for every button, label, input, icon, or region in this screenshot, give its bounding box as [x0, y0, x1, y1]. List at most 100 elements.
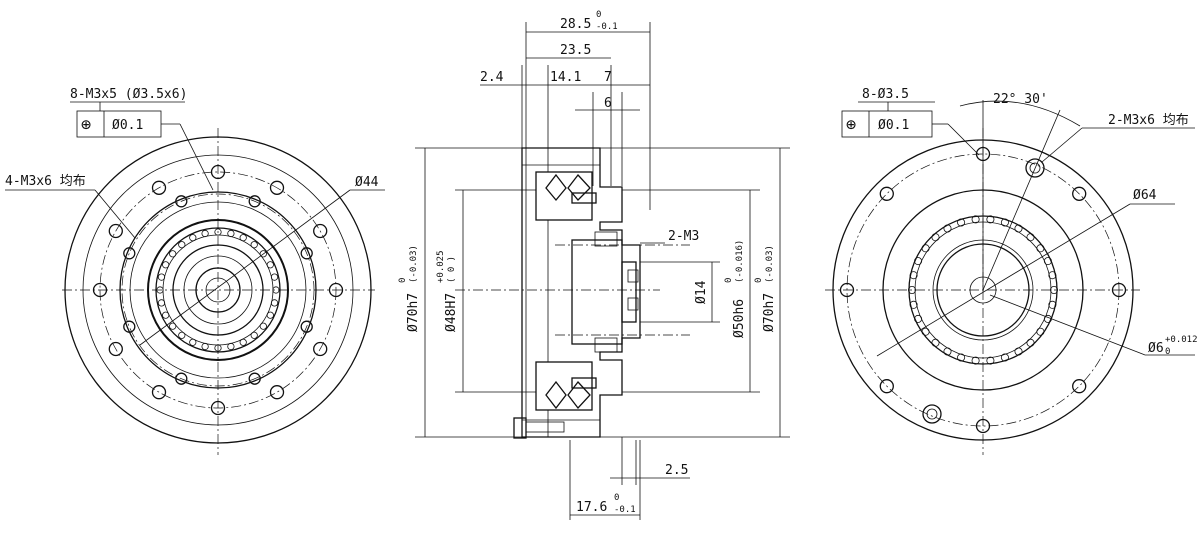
bolt-hole [210, 400, 226, 416]
left-side-callout: 4-M3x6 均布 [5, 174, 86, 189]
bearing-ball [921, 327, 930, 336]
bearing-ball [1048, 271, 1057, 280]
dim-left-70-lower: (-0.03) [409, 245, 419, 283]
bearing-ball [239, 234, 247, 242]
bearing-ball [1014, 347, 1023, 356]
bearing-ball [189, 234, 197, 242]
dim-right-50: Ø50h6 [732, 299, 747, 338]
section-view: 28.5 0 -0.1 23.5 2.4 14.1 7 6 [398, 10, 790, 520]
dim-17-6: 17.6 [576, 500, 607, 515]
left-thread-callout: 8-M3x5 (Ø3.5x6) [70, 87, 187, 102]
dim-7: 7 [604, 70, 612, 85]
bolt-hole [151, 180, 167, 195]
bolt-hole [1111, 282, 1127, 298]
bearing-ball [921, 244, 930, 253]
dim-left-70: Ø70h7 [406, 293, 421, 332]
bearing-ball [971, 215, 980, 224]
bearing-ball [971, 356, 980, 365]
bearing-ball [201, 342, 209, 351]
bolt-hole [313, 223, 328, 239]
dim-17-6-upper: 0 [614, 493, 619, 503]
right-thread-callout: 2-M3x6 均布 [1108, 113, 1189, 128]
bearing-ball [1048, 300, 1057, 309]
dim-2-5: 2.5 [665, 463, 688, 478]
bearing-ball [201, 229, 209, 238]
bearing-ball [957, 353, 966, 362]
bearing-ball [1050, 285, 1059, 294]
bolt-hole [1072, 186, 1087, 201]
bolt-hole [123, 247, 136, 260]
left-view: Ø44 8-M3x5 (Ø3.5x6) ⊕ Ø0.1 4-M3x6 均布 [5, 87, 385, 455]
bearing-ball [272, 286, 280, 294]
right-position-symbol: ⊕ [846, 115, 856, 135]
dim-17-6-lower: -0.1 [614, 505, 636, 515]
bearing-ball [1026, 233, 1035, 242]
bearing-ball [1000, 353, 1009, 362]
bolt-hole [108, 223, 123, 239]
dim-overall-upper: 0 [596, 10, 601, 20]
bolt-hole [879, 379, 894, 394]
bearing-ball [214, 228, 222, 236]
bearing-ball [1000, 218, 1009, 227]
dim-right-50-lower: (-0.016) [735, 240, 745, 283]
right-angle: 22° 30' [993, 92, 1048, 107]
bearing-ball [986, 215, 995, 224]
dim-left-48-lower: ( 0 ) [447, 256, 457, 283]
bearing-ball [250, 331, 258, 339]
bearing-ball [157, 299, 166, 307]
bolt-hole [269, 385, 285, 400]
bearing-ball [162, 311, 170, 319]
bolt-hole [248, 372, 261, 385]
bearing-ball [156, 286, 164, 294]
bearing-ball [1036, 244, 1045, 253]
bearing-ball [931, 233, 940, 242]
dim-right-70-upper: 0 [754, 278, 764, 283]
bearing-ball [270, 299, 279, 307]
bearing-ball [239, 338, 247, 346]
bearing-ball [169, 322, 177, 330]
bolt-hole [210, 164, 226, 180]
bolt-hole [1072, 379, 1087, 394]
bearing-ball [162, 261, 170, 269]
bearing-ball [914, 257, 923, 266]
bearing-ball [957, 218, 966, 227]
bearing-ball [1014, 224, 1023, 233]
dim-6: 6 [604, 96, 612, 111]
dim-2-4: 2.4 [480, 70, 504, 85]
bolt-hole [300, 320, 313, 333]
dim-right-50-upper: 0 [724, 278, 734, 283]
dim-left-48: Ø48H7 [444, 293, 459, 332]
bolt-hole [328, 282, 344, 298]
bearing-ball [266, 261, 274, 269]
bearing-ball [189, 338, 197, 346]
bearing-ball [1043, 257, 1052, 266]
bearing-ball [250, 241, 258, 249]
bearing-ball [178, 331, 186, 339]
dim-left-48-upper: +0.025 [436, 250, 446, 283]
bearing-ball [943, 347, 952, 356]
bearing-ball [266, 311, 274, 319]
dim-23-5: 23.5 [560, 43, 591, 58]
left-diameter-label: Ø44 [355, 175, 379, 190]
right-hole-callout: 8-Ø3.5 [862, 87, 909, 102]
bolt-hole [248, 195, 261, 208]
left-position-symbol: ⊕ [81, 115, 91, 135]
bearing-ball [908, 285, 917, 294]
bearing-ball [259, 322, 267, 330]
dim-14-1: 14.1 [550, 70, 581, 85]
bearing-ball [909, 271, 918, 280]
bolt-hole [879, 186, 894, 201]
bearing-ball [227, 229, 235, 238]
left-tolerance: Ø0.1 [112, 118, 143, 133]
bearing-ball [909, 300, 918, 309]
right-pin-upper: +0.012 [1165, 335, 1198, 345]
bolt-hole [839, 282, 855, 298]
dim-overall-lower: -0.1 [596, 22, 618, 32]
bolt-hole [92, 282, 108, 298]
bearing-ball [169, 250, 177, 258]
dim-right-m3: 2-M3 [668, 229, 699, 244]
bolt-hole [123, 320, 136, 333]
bearing-ball [270, 273, 279, 281]
bolt-hole [269, 180, 285, 195]
